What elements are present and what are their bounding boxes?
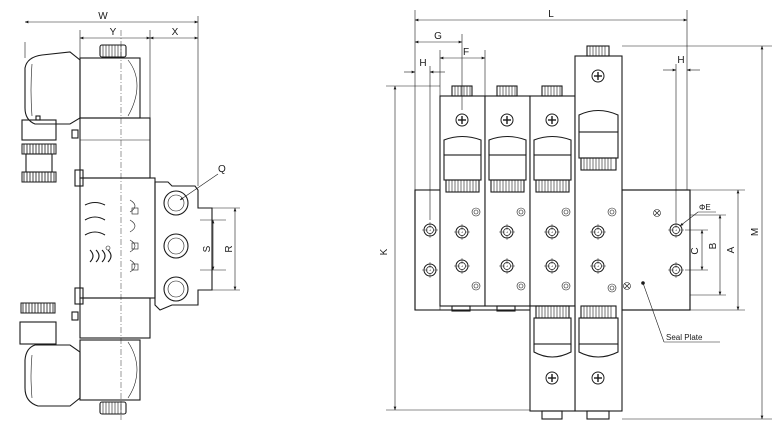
dim-c: C (685, 229, 708, 271)
dim-r: R (212, 207, 240, 291)
dim-a-label: A (726, 246, 737, 253)
valve-station-2 (484, 85, 531, 312)
dim-k: K (379, 85, 530, 411)
dim-y-label: Y (110, 27, 117, 38)
top-coil (21, 44, 141, 183)
dim-f-label: F (463, 47, 469, 58)
dim-h-left-label: H (419, 58, 426, 69)
dim-y: Y (79, 27, 151, 118)
seal-plate-label: Seal Plate (666, 333, 703, 342)
dim-s: S (200, 219, 226, 271)
left-side-view: W Y X Q S R (19, 11, 240, 420)
seal-plate-callout: Seal Plate (642, 282, 720, 343)
valve-body (74, 117, 156, 339)
dim-e-label: ΦE (699, 203, 711, 212)
dim-f: F (439, 47, 486, 96)
valve-station-3 (529, 85, 576, 307)
dim-l-label: L (548, 9, 554, 20)
bottom-coil (19, 302, 141, 415)
dim-h-left: H (404, 58, 445, 220)
right-front-view: L G F H H (379, 9, 772, 420)
dim-s-label: S (202, 245, 213, 252)
dim-x-label: X (172, 27, 179, 38)
dim-q: Q (179, 164, 226, 201)
valve-station-1 (439, 85, 486, 312)
dim-h-right: H (663, 55, 700, 222)
dim-c-label: C (690, 247, 701, 254)
dim-q-label: Q (218, 164, 226, 175)
valve-station-4-long (574, 45, 623, 420)
valve-station-3-lower-solenoid (529, 305, 576, 420)
dim-e: ΦE (679, 203, 716, 227)
dim-r-label: R (224, 245, 235, 252)
dim-b-label: B (708, 242, 719, 249)
dim-g-label: G (434, 31, 442, 42)
dim-w: W (24, 11, 199, 186)
dim-a: A (690, 189, 745, 311)
dim-m: M (622, 45, 772, 420)
seal-plate-screws (623, 209, 661, 290)
dim-m-label: M (750, 228, 761, 236)
dim-k-label: K (379, 248, 390, 255)
dim-g: G (414, 31, 463, 110)
dim-x: X (149, 27, 199, 40)
dim-b: B (690, 214, 726, 296)
dim-h-right-label: H (677, 55, 684, 66)
dim-l: L (414, 9, 688, 190)
dim-w-label: W (98, 11, 108, 22)
